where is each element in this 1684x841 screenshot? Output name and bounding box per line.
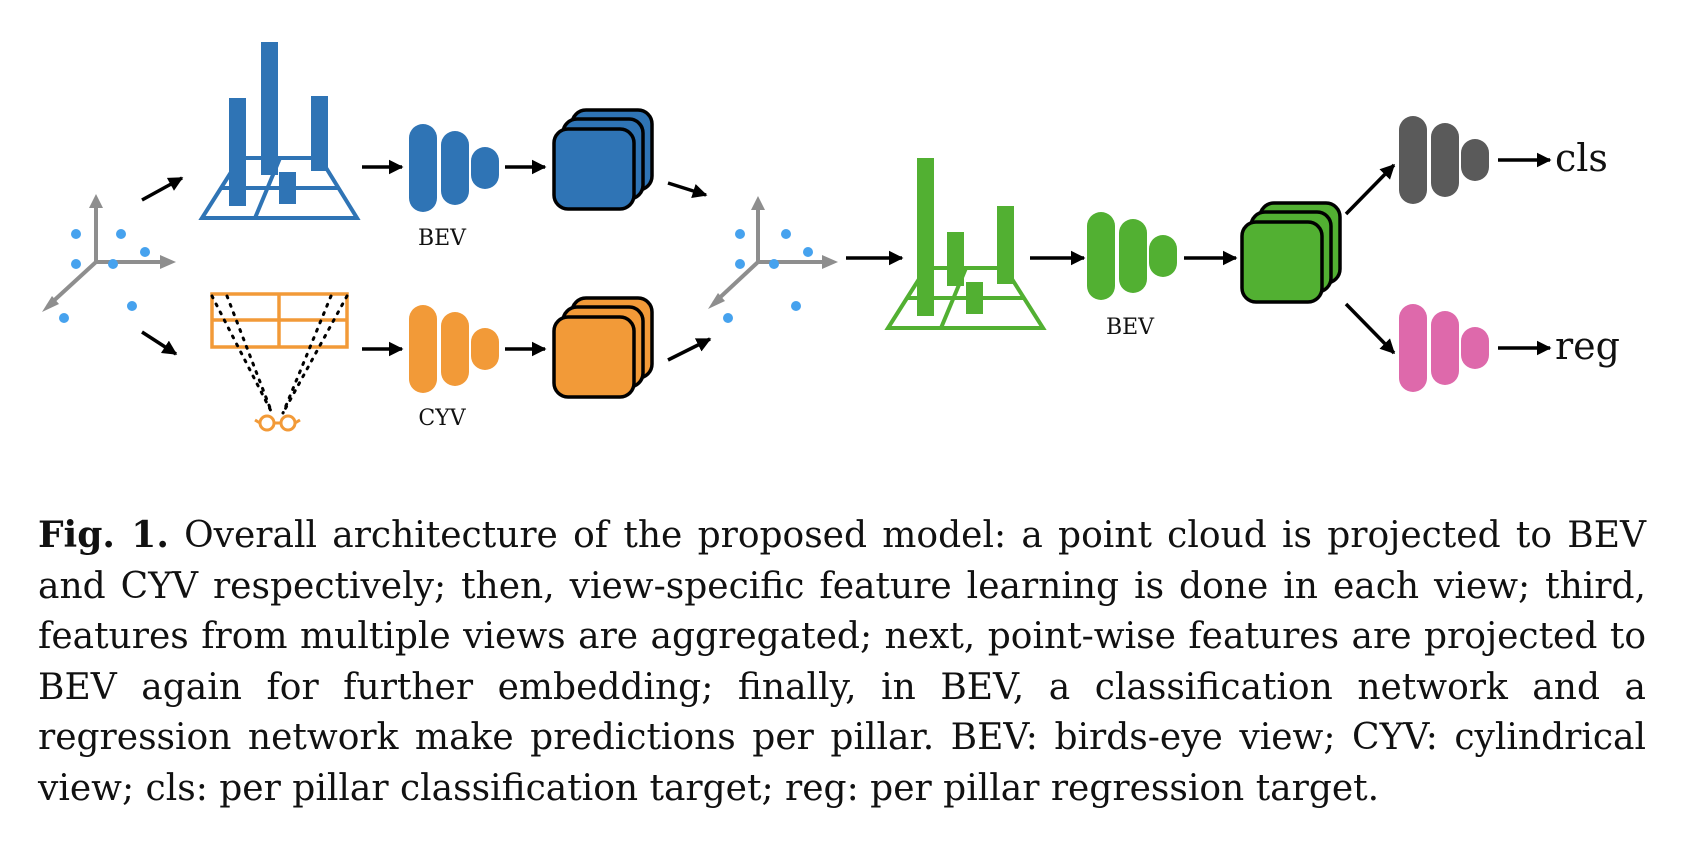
- arrow-cyv-to-aggregate: [667, 337, 712, 362]
- points: [59, 229, 150, 323]
- glasses-icon: [254, 414, 301, 432]
- points: [723, 229, 813, 323]
- arrow-bev-to-aggregate: [667, 181, 708, 199]
- architecture-diagram: BEV CYV: [42, 42, 1620, 432]
- cyv-label: CYV: [418, 406, 466, 431]
- arrow-to-cls-head: [1344, 163, 1396, 216]
- bev-green-encoder-icon: [1087, 212, 1177, 300]
- bev-label-top: BEV: [418, 226, 467, 251]
- figure-caption: Fig. 1. Overall architecture of the prop…: [38, 510, 1646, 814]
- bev-grid-icon: [198, 42, 361, 220]
- aggregated-point-cloud: [708, 196, 838, 323]
- arrow-to-cyv: [141, 330, 178, 356]
- figure-label: Fig. 1.: [38, 514, 169, 556]
- input-point-cloud: [42, 194, 176, 323]
- bev-feature-maps-icon: [552, 108, 654, 211]
- cyv-feature-maps-icon: [552, 296, 654, 399]
- bev-label-mid: BEV: [1106, 315, 1155, 340]
- axes-icon: [42, 194, 176, 312]
- bev-green-feature-maps-icon: [1240, 201, 1342, 304]
- cls-label: cls: [1555, 136, 1608, 180]
- bev-grid-green-icon: [884, 158, 1047, 330]
- axes-icon: [708, 196, 838, 309]
- reg-label: reg: [1555, 324, 1620, 368]
- arrow-to-bev: [141, 176, 184, 202]
- cyv-view-icon: [210, 292, 349, 432]
- caption-text: Overall architecture of the proposed mod…: [38, 515, 1646, 809]
- cyv-encoder-icon: [409, 305, 499, 393]
- bev-encoder-icon: [409, 124, 499, 212]
- cls-head-icon: [1399, 116, 1489, 204]
- arrow-to-reg-head: [1344, 302, 1396, 355]
- reg-head-icon: [1399, 304, 1489, 392]
